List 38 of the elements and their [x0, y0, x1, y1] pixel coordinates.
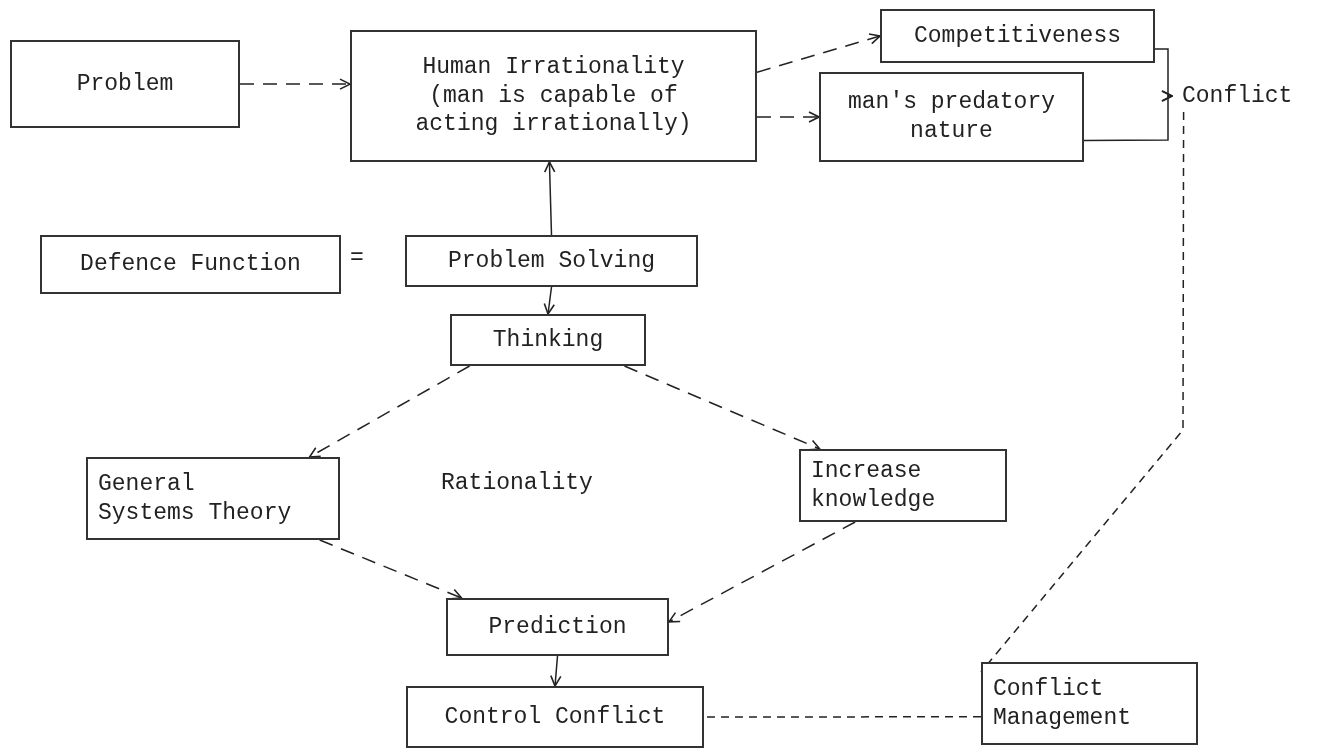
- box-label: Increase knowledge: [811, 456, 936, 515]
- arrow: [756, 33, 881, 73]
- concept-box: [819, 72, 1084, 162]
- arrow: [543, 286, 556, 315]
- concept-box: [880, 9, 1155, 63]
- concept-box: [10, 40, 240, 128]
- box-label: Thinking: [492, 325, 604, 355]
- concept-box: [405, 235, 698, 287]
- box-label: Defence Function: [80, 250, 301, 279]
- box-label: Competitiveness: [913, 21, 1121, 51]
- arrow: [239, 78, 351, 90]
- concept-box: [799, 449, 1007, 522]
- concept-box: [446, 598, 669, 656]
- box-label: Conflict: [1182, 81, 1293, 111]
- arrow: [550, 655, 562, 687]
- arrow: [623, 365, 821, 451]
- arrow: [1083, 90, 1173, 142]
- concept-box: [40, 235, 341, 294]
- concept-box: [350, 30, 757, 162]
- arrow: [318, 539, 463, 600]
- concept-box: [406, 686, 704, 748]
- box-label: Conflict Management: [993, 674, 1131, 733]
- box-label: Problem: [76, 69, 174, 99]
- arrow: [668, 521, 856, 623]
- box-label: General Systems Theory: [98, 469, 292, 528]
- box-label: Control Conflict: [444, 702, 666, 732]
- diagram-label: Rationality: [441, 470, 593, 496]
- arrow: [308, 365, 471, 458]
- box-label: Human Irrationality (man is capable of acting irrationally): [414, 52, 693, 140]
- concept-box: [86, 457, 340, 540]
- box-label: Prediction: [488, 612, 627, 642]
- box-label: Problem Solving: [447, 246, 655, 276]
- concept-box: [450, 314, 646, 366]
- equals-sign: =: [350, 245, 364, 271]
- box-label: man's predatory nature: [848, 88, 1055, 146]
- arrow: [543, 161, 556, 236]
- arrow: [756, 111, 820, 123]
- concept-box: [981, 662, 1198, 745]
